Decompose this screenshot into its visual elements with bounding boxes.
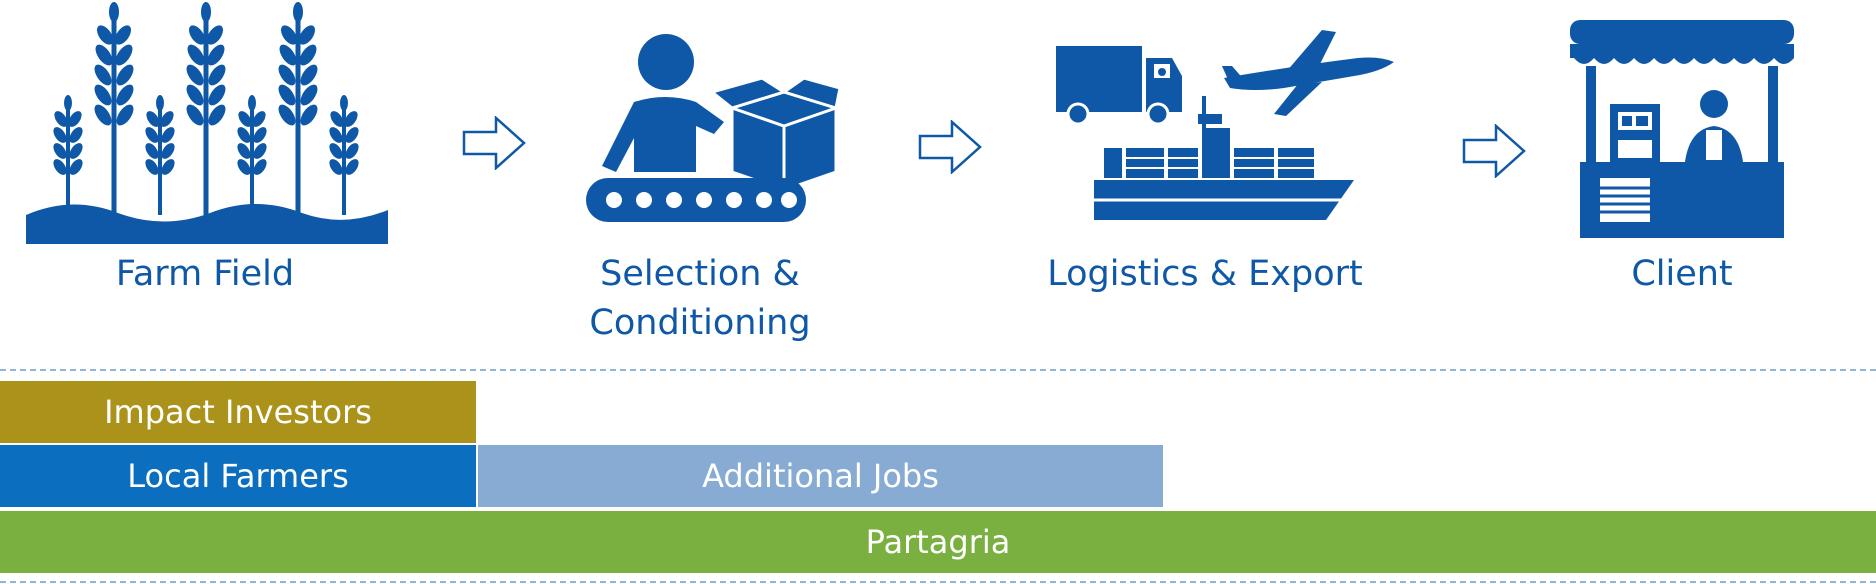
truck-icon [1056, 46, 1182, 126]
conveyor-worker-icon [586, 34, 840, 222]
wheat-field-icon [26, 0, 388, 244]
stage-label-client: Client [1631, 254, 1733, 294]
top-divider [0, 369, 1876, 371]
bottom-divider [0, 581, 1876, 583]
stage-label-selection-line1: Selection & [600, 254, 800, 294]
stage-label-selection-conditioning: Selection & Conditioning [560, 250, 840, 348]
arrow-right-icon [462, 116, 526, 170]
market-stall-icon [1570, 20, 1794, 238]
bar-local-farmers: Local Farmers [0, 445, 476, 507]
bar-partagria: Partagria [0, 511, 1876, 573]
truck-plane-ship-icon [1056, 30, 1394, 220]
stage-label-farm-field: Farm Field [115, 254, 295, 294]
bar-impact-investors: Impact Investors [0, 381, 476, 443]
ship-icon [1094, 96, 1354, 220]
bar-additional-jobs: Additional Jobs [478, 445, 1163, 507]
stage-label-selection-line2: Conditioning [589, 303, 811, 343]
plane-icon [1222, 30, 1394, 116]
arrow-right-icon [918, 120, 982, 174]
stage-label-logistics-export: Logistics & Export [1047, 254, 1363, 294]
arrow-right-icon [1462, 124, 1526, 178]
